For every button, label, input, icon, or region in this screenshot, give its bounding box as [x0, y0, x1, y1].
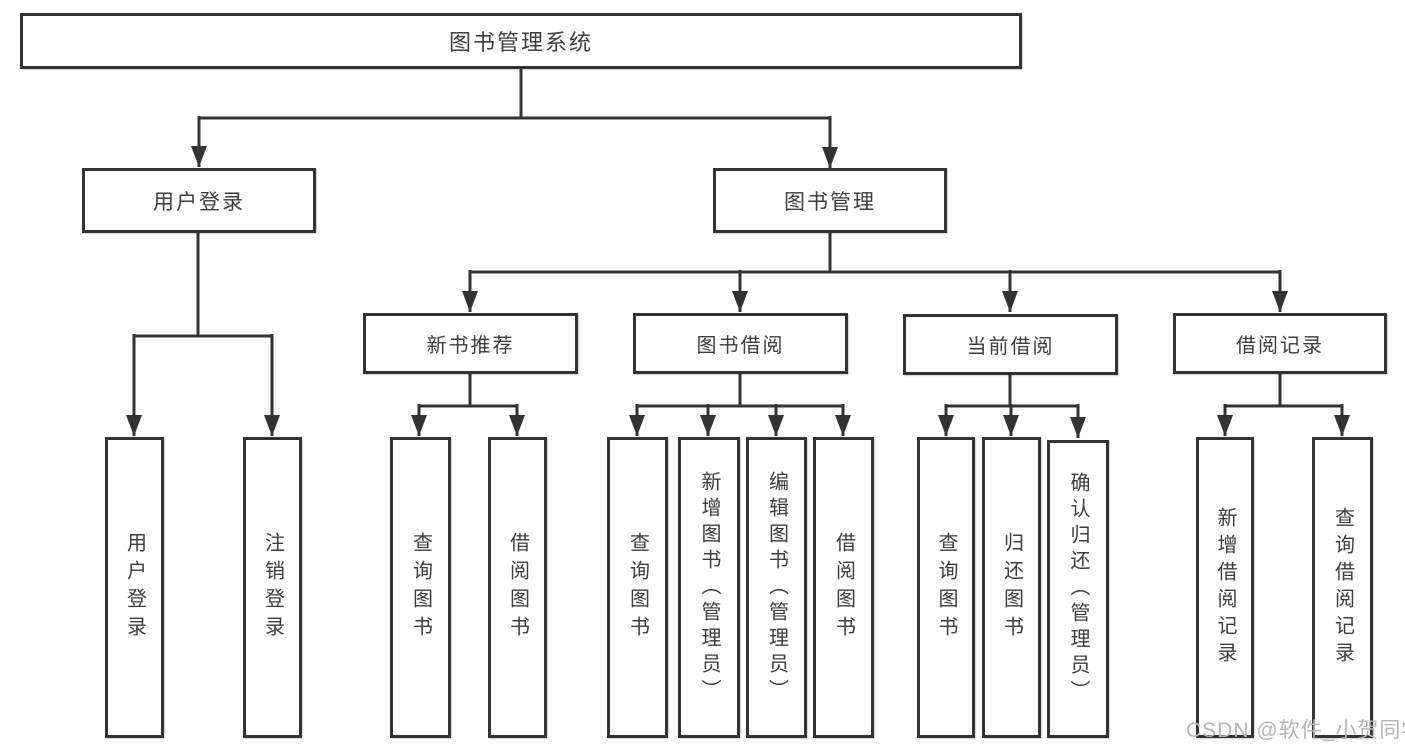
csdn-watermark: CSDN @软件_小贺同学: [1186, 719, 1405, 742]
node-label: 图书借阅: [696, 335, 785, 357]
leaf-label: 查询借阅记录: [1331, 506, 1354, 669]
node-borrowing-records: 借阅记录: [1173, 313, 1387, 374]
node-label: 图书管理: [784, 190, 876, 214]
leaf-add-books-admin: 新增图书（管理员）: [678, 437, 740, 738]
leaf-search-books: 查询图书: [607, 437, 668, 738]
node-user-login: 用户登录: [82, 168, 316, 233]
leaf-label: 查询图书: [935, 531, 957, 644]
leaf-label: 借阅图书: [832, 531, 855, 644]
leaf-search-borrow-record: 查询借阅记录: [1312, 437, 1373, 738]
leaf-logout: 注销登录: [243, 437, 302, 738]
node-current-borrowing: 当前借阅: [903, 314, 1118, 375]
node-book-management: 图书管理: [713, 168, 947, 233]
node-label: 用户登录: [153, 190, 245, 214]
leaf-return-books: 归还图书: [982, 437, 1041, 738]
leaf-label: 新增借阅记录: [1214, 506, 1236, 669]
leaf-label: 查询图书: [626, 531, 649, 644]
node-label: 当前借阅: [966, 336, 1055, 358]
leaf-label: 确认归还（管理员）: [1067, 472, 1089, 706]
leaf-borrow-books: 借阅图书: [813, 437, 874, 738]
leaf-label: 注销登录: [261, 531, 284, 644]
leaf-label: 用户登录: [123, 531, 146, 644]
leaf-label: 查询图书: [409, 531, 432, 644]
leaf-search-books: 查询图书: [390, 437, 451, 738]
leaf-borrow-books: 借阅图书: [488, 437, 547, 738]
node-label: 新书推荐: [426, 335, 515, 357]
node-label: 借阅记录: [1236, 335, 1324, 357]
leaf-label: 新增图书（管理员）: [698, 470, 720, 705]
node-new-book-recommendation: 新书推荐: [363, 313, 578, 374]
node-library-management-system: 图书管理系统: [20, 13, 1022, 69]
leaf-label: 归还图书: [1000, 531, 1023, 644]
leaf-confirm-return-admin: 确认归还（管理员）: [1047, 440, 1109, 738]
leaf-add-borrow-record: 新增借阅记录: [1196, 437, 1254, 738]
leaf-edit-books-admin: 编辑图书（管理员）: [746, 437, 807, 738]
leaf-label: 借阅图书: [506, 531, 529, 644]
leaf-label: 编辑图书（管理员）: [765, 470, 788, 705]
node-label: 图书管理系统: [448, 30, 593, 55]
node-book-borrowing: 图书借阅: [633, 313, 848, 374]
leaf-search-books: 查询图书: [917, 437, 975, 738]
leaf-user-login: 用户登录: [105, 437, 164, 738]
